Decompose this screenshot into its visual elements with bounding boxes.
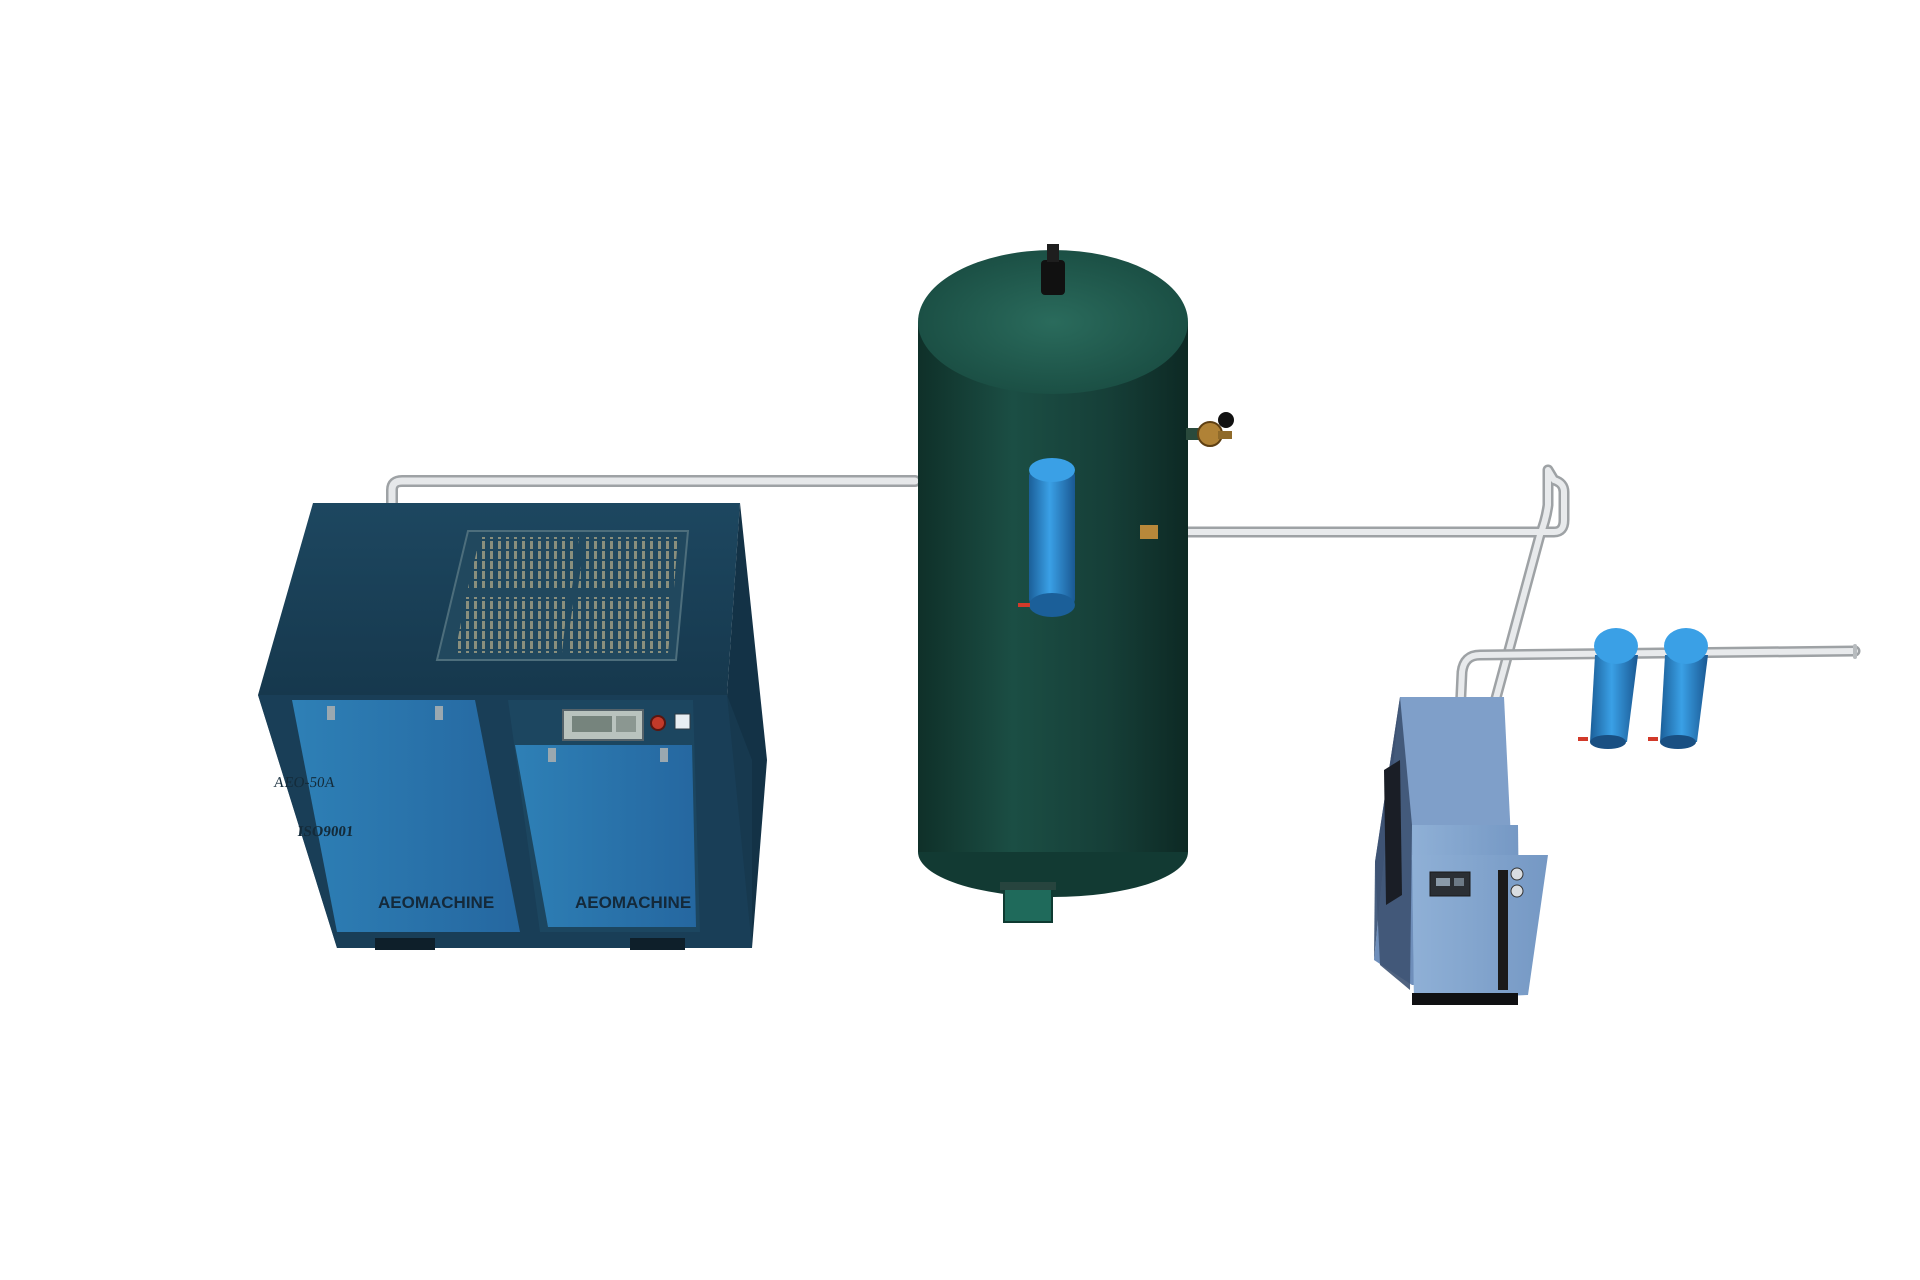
refrigerated-air-dryer <box>1374 697 1548 1005</box>
air-receiver-tank <box>918 244 1234 923</box>
model-label: AEO-50A <box>273 775 336 791</box>
piping <box>386 464 1861 771</box>
vent-grille-icon <box>435 530 690 661</box>
door-latch <box>660 748 668 762</box>
warning-sticker <box>674 713 691 730</box>
door-latch <box>327 706 335 720</box>
control-display-icon[interactable] <box>1429 871 1471 897</box>
pipe-compressor-to-tank <box>386 475 921 512</box>
screw-air-compressor: AEO-50A ISO9001 AEOMACHINE AEOMACHINE <box>258 503 767 950</box>
pressure-gauge-icon <box>1510 867 1524 881</box>
compressor-right-door-panel: AEOMACHINE <box>508 700 700 932</box>
precision-filter-2 <box>1648 628 1708 749</box>
safety-valve-icon <box>1041 244 1065 295</box>
line-filter-main <box>1018 458 1075 617</box>
door-latch <box>548 748 556 762</box>
drain-icon <box>1000 882 1056 923</box>
compressor-left-door-panel: AEO-50A ISO9001 AEOMACHINE <box>273 700 520 932</box>
door-latch <box>435 706 443 720</box>
brand-logo-left: AEOMACHINE <box>378 893 494 912</box>
pipe-dryer-to-filters <box>1454 645 1861 721</box>
brand-logo-right: AEOMACHINE <box>575 893 691 912</box>
emergency-stop-icon[interactable] <box>650 715 666 731</box>
valve-icon[interactable] <box>1186 412 1234 447</box>
pressure-gauge-icon <box>1510 884 1524 898</box>
outlet-valve-icon[interactable] <box>1140 525 1158 539</box>
precision-filter-1 <box>1578 628 1638 749</box>
certification-label: ISO9001 <box>297 824 354 840</box>
control-display-icon[interactable] <box>562 709 644 741</box>
